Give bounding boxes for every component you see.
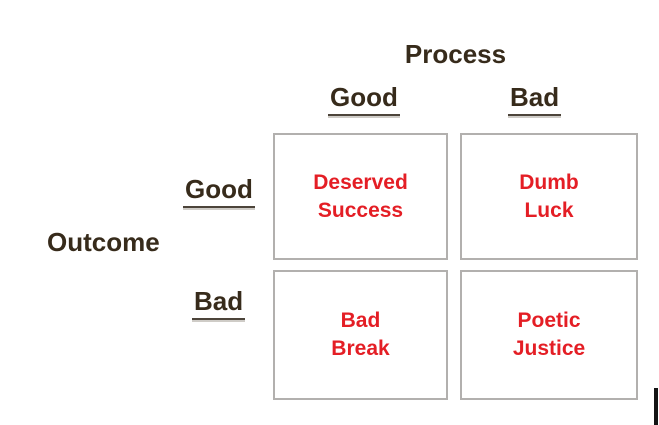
process-good-column-header-text: Good: [328, 82, 400, 116]
right-edge-bar-artifact: [654, 388, 658, 425]
process-good-column-header: Good: [328, 82, 400, 116]
process-bad-column-header-text: Bad: [508, 82, 562, 116]
process-axis-title: Process: [404, 39, 507, 69]
quadrant-dumb-luck: Dumb Luck: [460, 133, 638, 260]
quadrant-deserved-success: Deserved Success: [273, 133, 448, 260]
outcome-bad-row-header: Bad: [192, 286, 246, 320]
outcome-axis-title: Outcome: [47, 227, 160, 257]
quadrant-poetic-justice: Poetic Justice: [460, 270, 638, 400]
outcome-good-row-header-text: Good: [183, 174, 255, 208]
outcome-bad-row-header-text: Bad: [192, 286, 246, 320]
outcome-good-row-header: Good: [183, 174, 255, 208]
process-bad-column-header: Bad: [508, 82, 562, 116]
quadrant-bad-break: Bad Break: [273, 270, 448, 400]
